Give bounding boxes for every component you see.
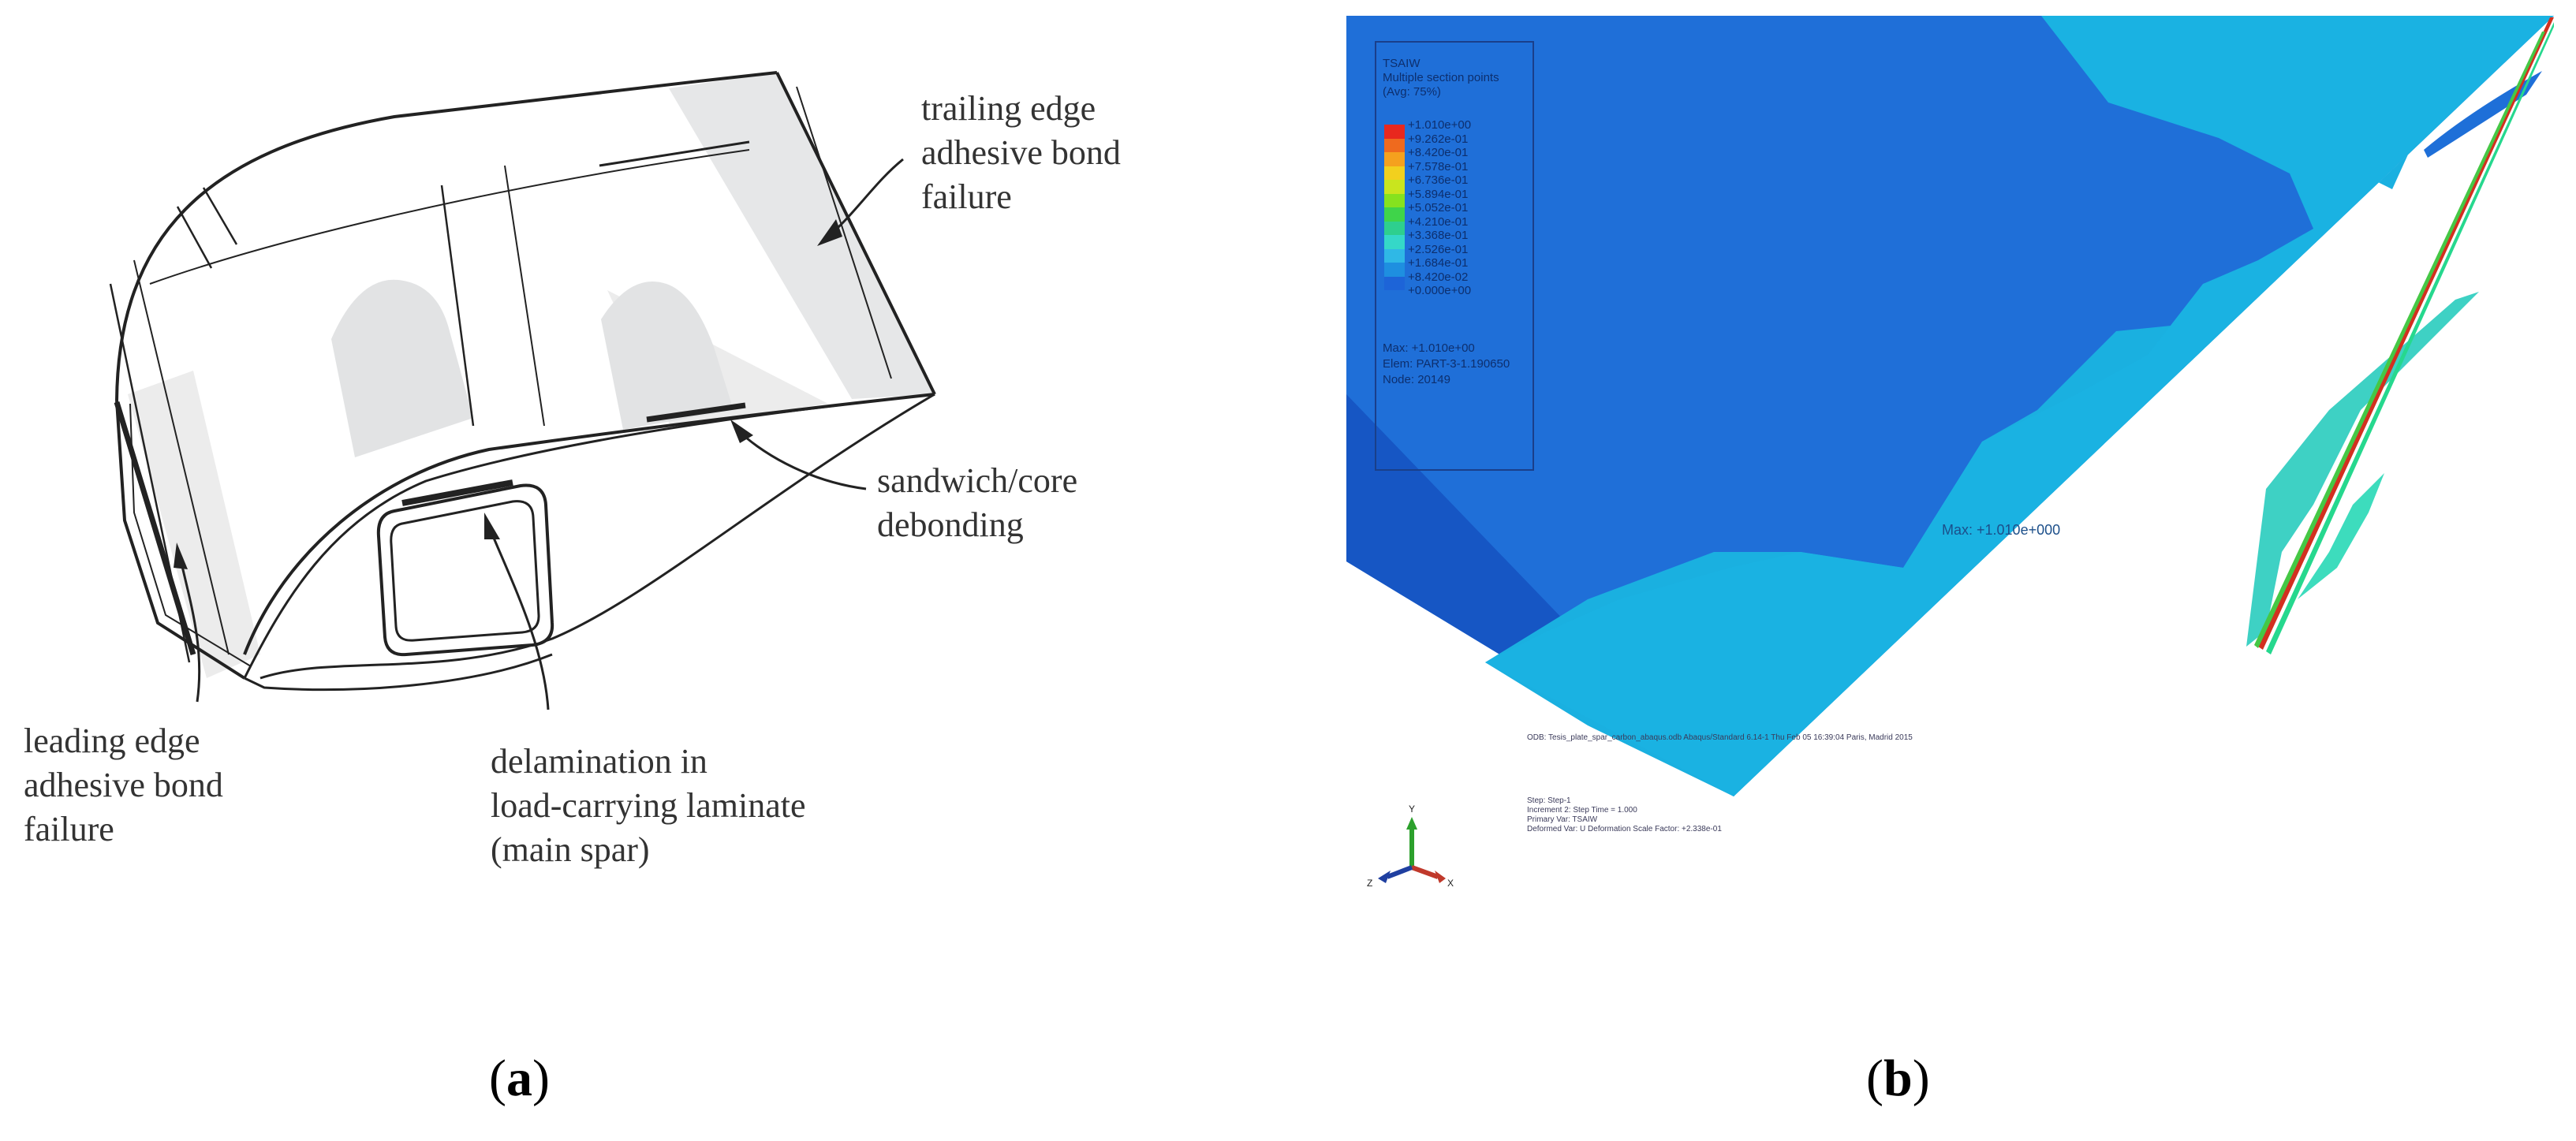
- trailing-shade: [669, 73, 935, 399]
- legend-elem: Elem: PART-3-1.190650: [1383, 357, 1510, 371]
- legend-swatch: [1384, 248, 1405, 263]
- leading-shade: [128, 371, 260, 678]
- core-debond-mark: [646, 402, 746, 423]
- legend-tick-label: +2.526e-01: [1408, 242, 1469, 256]
- contour-legend: TSAIW Multiple section points (Avg: 75%)…: [1375, 41, 1534, 471]
- caption-a: (a): [489, 1050, 550, 1107]
- legend-swatch: [1384, 166, 1405, 180]
- legend-tick-label: +8.420e-02: [1408, 270, 1469, 284]
- leading-face: [115, 400, 246, 680]
- main-spar-box: [376, 483, 554, 657]
- contour-max-strip: [2258, 17, 2554, 650]
- legend-tick-label: +5.894e-01: [1408, 187, 1469, 201]
- legend-tick-label: +4.210e-01: [1408, 214, 1469, 229]
- legend-tick-label: +7.578e-01: [1408, 159, 1469, 173]
- panel-a: trailing edge adhesive bond failure sand…: [24, 71, 1121, 1107]
- legend-node: Node: 20149: [1383, 373, 1450, 386]
- panel-b: TSAIW Multiple section points (Avg: 75%)…: [1288, 0, 2576, 1141]
- fea-contour-plot: [1346, 16, 2554, 796]
- legend-swatch: [1384, 263, 1405, 277]
- legend-ticks: +1.010e+00+9.262e-01+8.420e-01+7.578e-01…: [1408, 118, 1471, 298]
- max-value-label: Max: +1.010e+000: [1942, 522, 2061, 538]
- legend-swatches: [1384, 125, 1405, 290]
- legend-swatch: [1384, 125, 1405, 139]
- label-sandwich-core: sandwich/core debonding: [877, 461, 1078, 544]
- footer-odb: ODB: Tesis_plate_spar_carbon_abaqus.odb …: [1527, 733, 1913, 742]
- legend-max: Max: +1.010e+00: [1383, 341, 1475, 355]
- legend-tick-label: +0.000e+00: [1408, 284, 1472, 297]
- footer-step: Step: Step-1: [1527, 796, 1571, 805]
- upper-skin: [115, 71, 778, 401]
- legend-swatch: [1384, 221, 1405, 235]
- legend-tick-label: +3.368e-01: [1408, 229, 1469, 242]
- legend-swatch: [1384, 193, 1405, 207]
- footer-increment: Increment 2: Step Time = 1.000: [1527, 806, 1637, 815]
- legend-swatch: [1384, 276, 1405, 290]
- legend-avg: (Avg: 75%): [1383, 85, 1441, 99]
- legend-swatch: [1384, 180, 1405, 194]
- leading-bond-mark: [114, 401, 196, 656]
- contour-cyan-band: [2246, 292, 2479, 647]
- legend-subtitle: Multiple section points: [1383, 71, 1499, 84]
- legend-swatch: [1384, 207, 1405, 222]
- legend-swatch: [1384, 138, 1405, 152]
- cutout-shade-left: [331, 279, 473, 457]
- legend-tick-label: +1.684e-01: [1408, 256, 1469, 270]
- legend-title: TSAIW: [1383, 57, 1421, 70]
- cutout-shade-right: [601, 282, 734, 430]
- contour-top-band: [2424, 71, 2542, 158]
- label-trailing-edge: trailing edge adhesive bond failure: [921, 89, 1121, 216]
- blade-section-drawing: [109, 71, 936, 710]
- caption-b: (b): [1866, 1050, 1930, 1107]
- legend-swatch: [1384, 152, 1405, 166]
- trailing-edge: [775, 72, 936, 395]
- footer-deformed: Deformed Var: U Deformation Scale Factor…: [1527, 825, 1722, 833]
- legend-tick-label: +8.420e-01: [1408, 146, 1469, 159]
- legend-tick-label: +5.052e-01: [1408, 201, 1469, 214]
- label-leading-edge: leading edge adhesive bond failure: [24, 722, 223, 848]
- legend-tick-label: +9.262e-01: [1408, 132, 1469, 146]
- spar-cap-delam: [401, 479, 513, 506]
- legend-tick-label: +1.010e+00: [1408, 118, 1472, 132]
- label-delamination: delamination in load-carrying laminate (…: [491, 742, 806, 869]
- footer-primary: Primary Var: TSAIW: [1527, 815, 1598, 824]
- lower-skin: [243, 393, 935, 655]
- legend-swatch: [1384, 235, 1405, 249]
- legend-tick-label: +6.736e-01: [1408, 173, 1469, 187]
